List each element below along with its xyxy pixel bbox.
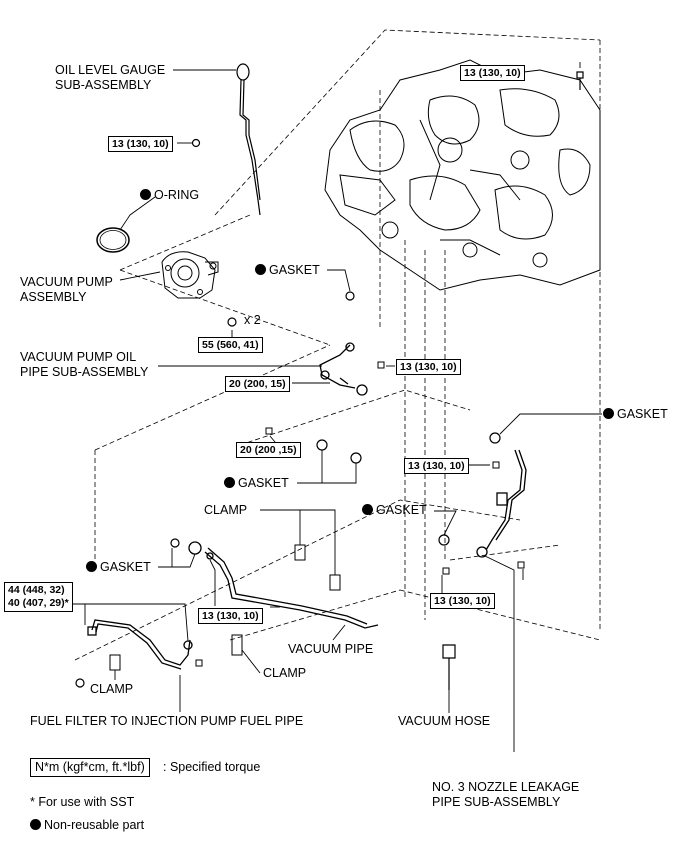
- legend-torque-desc: : Specified torque: [163, 760, 261, 774]
- label-x2: x 2: [244, 313, 261, 327]
- label-gasket-top: GASKET: [255, 263, 320, 278]
- engine-block: [324, 59, 601, 291]
- nozzle-leakage-pipe-drawing: [476, 449, 527, 558]
- gasket-mid-part-b: [350, 452, 362, 464]
- top-right-bolt: [576, 71, 584, 90]
- oil-level-gauge-drawing: [236, 63, 261, 216]
- label-vacuum-pump-oil-pipe: VACUUM PUMP OIL PIPE SUB-ASSEMBLY: [20, 350, 149, 379]
- label-vacuum-pipe: VACUUM PIPE: [288, 642, 374, 656]
- clamp-part-c: [231, 634, 243, 656]
- gauge-bolt: [191, 138, 201, 148]
- gasket-right-part: [489, 432, 501, 444]
- label-gasket-left: GASKET: [86, 560, 151, 575]
- clamp-part-a: [294, 544, 306, 561]
- pump-nut: [227, 317, 237, 327]
- label-fuel-filter-pipe: FUEL FILTER TO INJECTION PUMP FUEL PIPE: [30, 714, 304, 728]
- torque-box-nozzle: 13 (130, 10): [404, 458, 469, 474]
- torque-box-pump: 55 (560, 41): [198, 337, 263, 353]
- o-ring-drawing: [96, 227, 130, 253]
- torque-box-gauge: 13 (130, 10): [108, 136, 173, 152]
- label-vacuum-pump-assembly: VACUUM PUMP ASSEMBLY: [20, 275, 113, 304]
- label-oil-level-gauge-text: OIL LEVEL GAUGE SUB-ASSEMBLY: [55, 63, 166, 92]
- non-reusable-dot-icon: [140, 189, 151, 200]
- label-gasket-right: GASKET: [603, 407, 668, 422]
- oil-pipe-bolt: [377, 361, 385, 369]
- torque-box-oil-pipe-union2: 20 (200 ,15): [236, 442, 301, 458]
- torque-box-nozzle-bottom: 13 (130, 10): [430, 593, 495, 609]
- non-reusable-dot-icon: [362, 504, 373, 515]
- label-oil-level-gauge: OIL LEVEL GAUGE SUB-ASSEMBLY: [55, 63, 165, 93]
- legend-torque-unit: N*m (kgf*cm, ft.*lbf): [30, 758, 150, 777]
- torque-box-fuel: 44 (448, 32) 40 (407, 29)*: [4, 582, 73, 612]
- torque-box-vac-pipe: 13 (130, 10): [198, 608, 263, 624]
- torque-box-oil-pipe-bolt: 13 (130, 10): [396, 359, 461, 375]
- fuel-pipe-drawing: [87, 619, 193, 670]
- label-o-ring: O-RING: [140, 188, 199, 203]
- label-clamp-top: CLAMP: [204, 503, 248, 517]
- label-nozzle-leakage-pipe: NO. 3 NOZZLE LEAKAGE PIPE SUB-ASSEMBLY: [432, 780, 580, 809]
- non-reusable-dot-icon: [30, 819, 41, 830]
- clamp-part-d: [109, 654, 121, 671]
- gasket-mid-part-a: [316, 439, 328, 451]
- torque-fuel-b: 40 (407, 29)*: [8, 597, 69, 609]
- clamp-part-b: [329, 574, 341, 591]
- non-reusable-dot-icon: [603, 408, 614, 419]
- torque-box-top-right: 13 (130, 10): [460, 65, 525, 81]
- gasket-top-part: [345, 291, 355, 301]
- non-reusable-dot-icon: [86, 561, 97, 572]
- label-clamp-left: CLAMP: [90, 682, 134, 696]
- label-gasket-mid: GASKET: [224, 476, 289, 491]
- label-vacuum-hose: VACUUM HOSE: [398, 714, 491, 728]
- label-gasket-center: GASKET: [362, 503, 427, 518]
- vacuum-pipe-drawing: [188, 541, 379, 629]
- non-reusable-dot-icon: [255, 264, 266, 275]
- vacuum-hose-drawing: [442, 644, 456, 690]
- legend-sst-note: * For use with SST: [30, 795, 135, 809]
- oil-pipe-drawing: [319, 342, 368, 396]
- label-clamp-mid: CLAMP: [263, 666, 307, 680]
- legend-non-reusable: Non-reusable part: [30, 818, 144, 833]
- torque-fuel-a: 44 (448, 32): [8, 584, 65, 596]
- gasket-left-part: [170, 538, 180, 548]
- non-reusable-dot-icon: [224, 477, 235, 488]
- union-bolt: [265, 427, 273, 435]
- vacuum-pump-drawing: [161, 251, 219, 299]
- torque-box-oil-pipe-union1: 20 (200, 15): [225, 376, 290, 392]
- gasket-center-part: [438, 534, 450, 546]
